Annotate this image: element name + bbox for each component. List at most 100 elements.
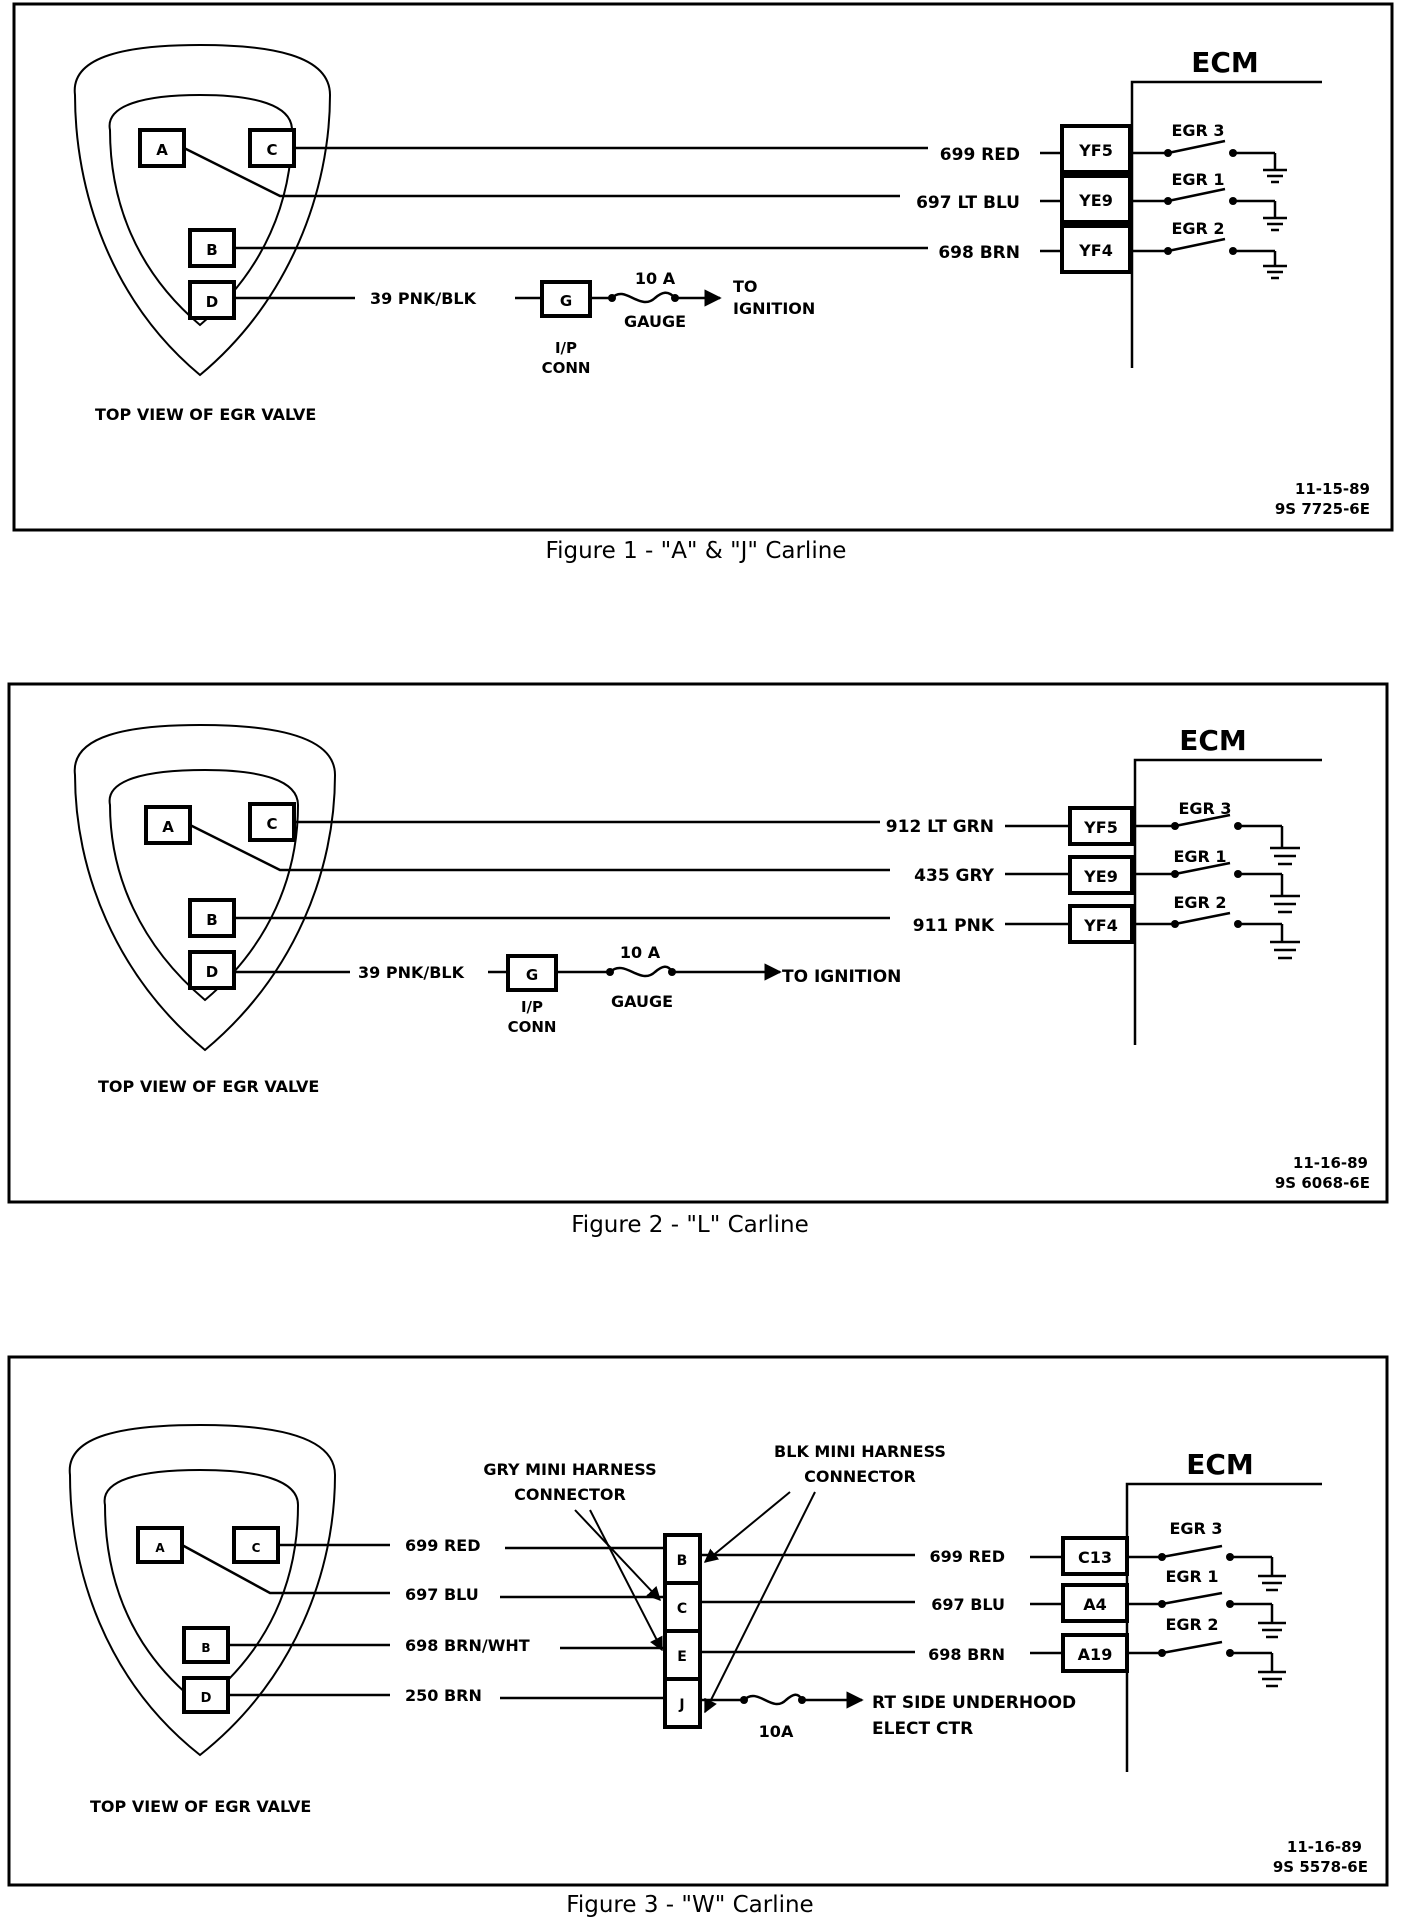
svg-text:B: B xyxy=(201,1641,210,1655)
wire-label: 435 GRY xyxy=(914,866,995,886)
svg-text:TO: TO xyxy=(733,277,758,296)
svg-text:CONNECTOR: CONNECTOR xyxy=(804,1467,916,1486)
valve-pin-c: C xyxy=(248,802,296,842)
egr-label: EGR 2 xyxy=(1171,219,1224,238)
svg-text:YF4: YF4 xyxy=(1083,916,1118,935)
valve-pin-a: A xyxy=(144,805,192,845)
wire-label: 698 BRN/WHT xyxy=(405,1636,530,1655)
valve-pin-a: A xyxy=(138,128,186,168)
svg-text:C: C xyxy=(252,1541,261,1555)
wire-label: 699 RED xyxy=(940,145,1020,165)
fuse-icon xyxy=(609,965,674,978)
figure-code: 9S 5578-6E xyxy=(1273,1858,1368,1876)
figure-date: 11-16-89 xyxy=(1293,1154,1368,1172)
wire-label: 250 BRN xyxy=(405,1686,482,1705)
svg-text:ELECT CTR: ELECT CTR xyxy=(872,1719,973,1739)
egr-valve-outline xyxy=(73,723,337,1052)
svg-text:CONN: CONN xyxy=(542,359,591,377)
wire-label: 697 BLU xyxy=(405,1585,479,1604)
egr-label: EGR 3 xyxy=(1178,799,1231,818)
egr-switch xyxy=(1130,187,1287,232)
figure-3: A C B D 699 RED 697 BLU 698 BRN/WHT 250 … xyxy=(7,1355,1389,1887)
svg-text:TO IGNITION: TO IGNITION xyxy=(782,967,901,987)
ecm-pin-yf4: YF4 xyxy=(1060,224,1132,274)
svg-text:GAUGE: GAUGE xyxy=(611,992,673,1011)
ecm-pin-yf4: YF4 xyxy=(1068,904,1134,944)
egr-switch xyxy=(1127,1640,1286,1688)
egr-label: EGR 2 xyxy=(1173,893,1226,912)
svg-text:C: C xyxy=(266,815,277,833)
top-view-label: TOP VIEW OF EGR VALVE xyxy=(95,405,316,424)
svg-text:YF4: YF4 xyxy=(1078,241,1113,260)
svg-text:B: B xyxy=(206,241,217,259)
figure-1-caption: Figure 1 - "A" & "J" Carline xyxy=(546,538,847,564)
egr-switch xyxy=(1130,139,1287,184)
egr-valve-outline xyxy=(68,1423,337,1757)
egr-switch xyxy=(1127,1544,1286,1592)
egr-switch xyxy=(1127,1591,1286,1639)
wire-label: 699 RED xyxy=(405,1536,481,1555)
svg-text:C: C xyxy=(677,1601,687,1617)
figure-2: A C B D 912 LT GRN 435 GRY 911 PNK YF5 Y… xyxy=(7,682,1389,1204)
svg-text:10 A: 10 A xyxy=(620,943,661,962)
svg-text:10 A: 10 A xyxy=(635,269,676,288)
egr-switch xyxy=(1132,911,1300,960)
wire-label: 697 BLU xyxy=(931,1595,1005,1614)
svg-text:CONNECTOR: CONNECTOR xyxy=(514,1485,626,1504)
figure-1-frame xyxy=(12,2,1394,532)
svg-text:D: D xyxy=(201,1691,212,1706)
svg-text:A19: A19 xyxy=(1078,1645,1113,1664)
egr-switch xyxy=(1132,861,1300,914)
svg-text:YF5: YF5 xyxy=(1083,818,1118,837)
egr-switch xyxy=(1132,813,1300,866)
svg-text:IGNITION: IGNITION xyxy=(733,299,815,318)
wire-label: 699 RED xyxy=(930,1547,1006,1566)
svg-text:B: B xyxy=(677,1553,688,1569)
egr-switch xyxy=(1130,237,1287,280)
ecm-outline xyxy=(1125,1482,1322,1772)
ip-connector-pin-g: G xyxy=(506,954,558,992)
wire-label: 912 LT GRN xyxy=(886,817,994,837)
valve-pin-d: D xyxy=(182,1676,230,1714)
ecm-pin-ye9: YE9 xyxy=(1068,855,1134,895)
valve-pin-c: C xyxy=(248,128,296,168)
figure-date: 11-16-89 xyxy=(1287,1838,1362,1856)
svg-text:GAUGE: GAUGE xyxy=(624,312,686,331)
svg-text:I/P: I/P xyxy=(521,998,543,1016)
ecm-pin-yf5: YF5 xyxy=(1068,806,1134,846)
valve-pin-d: D xyxy=(188,280,236,320)
svg-text:A4: A4 xyxy=(1083,1595,1107,1614)
fuse-icon xyxy=(611,291,676,304)
figure-2-caption: Figure 2 - "L" Carline xyxy=(571,1212,809,1238)
svg-text:RT SIDE UNDERHOOD: RT SIDE UNDERHOOD xyxy=(872,1693,1076,1713)
ecm-pin-c13: C13 xyxy=(1061,1536,1129,1576)
svg-text:J: J xyxy=(678,1697,684,1713)
egr-label: EGR 3 xyxy=(1169,1519,1222,1538)
ip-connector-pin-g: G xyxy=(540,280,592,318)
svg-text:YE9: YE9 xyxy=(1083,867,1118,886)
svg-text:YF5: YF5 xyxy=(1078,141,1113,160)
egr-label: EGR 1 xyxy=(1165,1567,1218,1586)
svg-text:C13: C13 xyxy=(1078,1548,1112,1567)
figure-1: A C B D 699 RED 697 LT BLU 698 BRN YF5 Y… xyxy=(12,2,1394,532)
svg-text:D: D xyxy=(206,963,218,981)
figure-2-frame xyxy=(7,682,1389,1204)
svg-text:G: G xyxy=(526,966,538,984)
svg-text:D: D xyxy=(206,293,218,311)
egr-label: EGR 2 xyxy=(1165,1615,1218,1634)
figure-3-caption: Figure 3 - "W" Carline xyxy=(566,1892,813,1918)
figure-3-frame xyxy=(7,1355,1389,1887)
valve-pin-d: D xyxy=(188,950,236,990)
wire-label: 698 BRN xyxy=(938,243,1020,263)
wire-label: 911 PNK xyxy=(913,916,995,936)
ecm-title: ECM xyxy=(1186,1448,1254,1481)
top-view-label: TOP VIEW OF EGR VALVE xyxy=(90,1797,311,1816)
blk-harness-label: BLK MINI HARNESS xyxy=(774,1442,946,1461)
harness-connector: B C E J xyxy=(663,1533,702,1729)
ecm-pin-yf5: YF5 xyxy=(1060,124,1132,174)
figure-date: 11-15-89 xyxy=(1295,480,1370,498)
fuse-icon xyxy=(743,1693,804,1706)
ecm-outline xyxy=(1133,758,1322,1045)
wire-label: 39 PNK/BLK xyxy=(370,289,477,308)
svg-text:CONN: CONN xyxy=(508,1018,557,1036)
